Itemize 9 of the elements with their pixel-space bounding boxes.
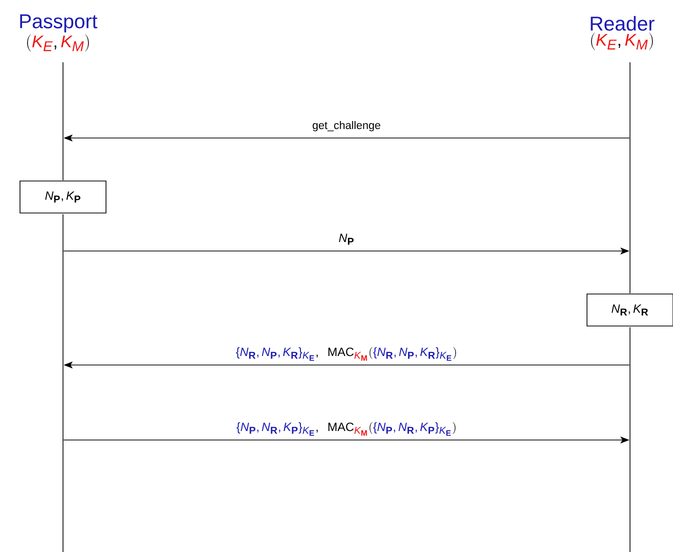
participant-heading: Reader $(\textcolor{red}{K_E}, \textcolor{red}{K_M})$ (590, 16, 654, 50)
lifeline (62, 62, 64, 180)
state-box: $N_{\mathbf{P}}, K_{\mathbf{P}}$ (20, 180, 106, 214)
participant-heading: Passport $(\textcolor{red}{K_E}, \textcolor{red}{K_M})$ (20, 14, 98, 52)
message-label: $\textcolor{blue}{\{N_{\mathbf{P}}, N_{\mathbf{R}}, K_{\mathbf{P}}\}_{K_{\mathbf{E}}}},\ \ \mathrm{MAC}_{\textcolor{red}{K_{\mathbf{M}}}}(\textcolor{blue}{\{N_{\mathbf{P}}, N_{\mathbf{R}}, K_{\mathbf{P}}\}_{K_{\mathbf{E}}}})$ (236, 422, 456, 436)
message-label: $N_{\mathbf{P}}$ (338, 234, 354, 245)
message-label: get_challenge (312, 121, 380, 132)
message-label: $\textcolor{blue}{\{N_{\mathbf{R}}, N_{\mathbf{P}}, K_{\mathbf{R}}\}_{K_{\mathbf{E}}}},\ \ \mathrm{MAC}_{\textcolor{red}{K_{\mathbf{M}}}}(\textcolor{blue}{\{N_{\mathbf{R}}, N_{\mathbf{P}}, K_{\mathbf{R}}\}_{K_{\mathbf{E}}}})$ (236, 347, 456, 361)
state-box: $N_{\mathbf{R}}, K_{\mathbf{R}}$ (586, 294, 673, 326)
